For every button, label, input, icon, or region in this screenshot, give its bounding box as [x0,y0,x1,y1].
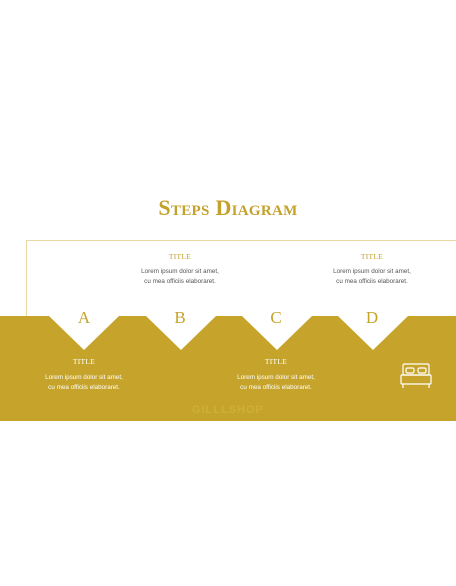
step-b-tab-shape [146,316,216,350]
diagram-title: Steps Diagram [158,195,298,220]
bed-icon [400,363,432,388]
step-a-tab-shape [49,316,119,350]
step-a-text-line2: cu mea officiis elaboraret. [48,384,120,391]
steps-zigzag [47,316,408,350]
step-b-letter: B [174,308,186,327]
step-d-tab-shape [338,316,408,350]
step-b-text-line2: cu mea officiis elaboraret. [144,278,216,285]
step-c-title: TITLE [264,357,288,366]
watermark-text: GILLLSHOP [192,404,264,416]
step-b-text-line1: Lorem ipsum dolor sit amet, [141,268,219,275]
step-d-text-line2: cu mea officiis elaboraret. [336,278,408,285]
step-a-title: TITLE [72,357,96,366]
step-a-text-line1: Lorem ipsum dolor sit amet, [45,374,123,381]
step-d-letter: D [365,308,379,327]
step-b-title: TITLE [168,252,192,261]
step-c-tab-shape [242,316,312,350]
step-a-letter: A [77,308,91,327]
step-d-title: TITLE [360,252,384,261]
step-d-text-line1: Lorem ipsum dolor sit amet, [333,268,411,275]
step-c-text-line2: cu mea officiis elaboraret. [240,384,312,391]
frame-top-line [26,240,456,241]
step-c-letter: C [270,308,282,327]
step-c-text-line1: Lorem ipsum dolor sit amet, [237,374,315,381]
